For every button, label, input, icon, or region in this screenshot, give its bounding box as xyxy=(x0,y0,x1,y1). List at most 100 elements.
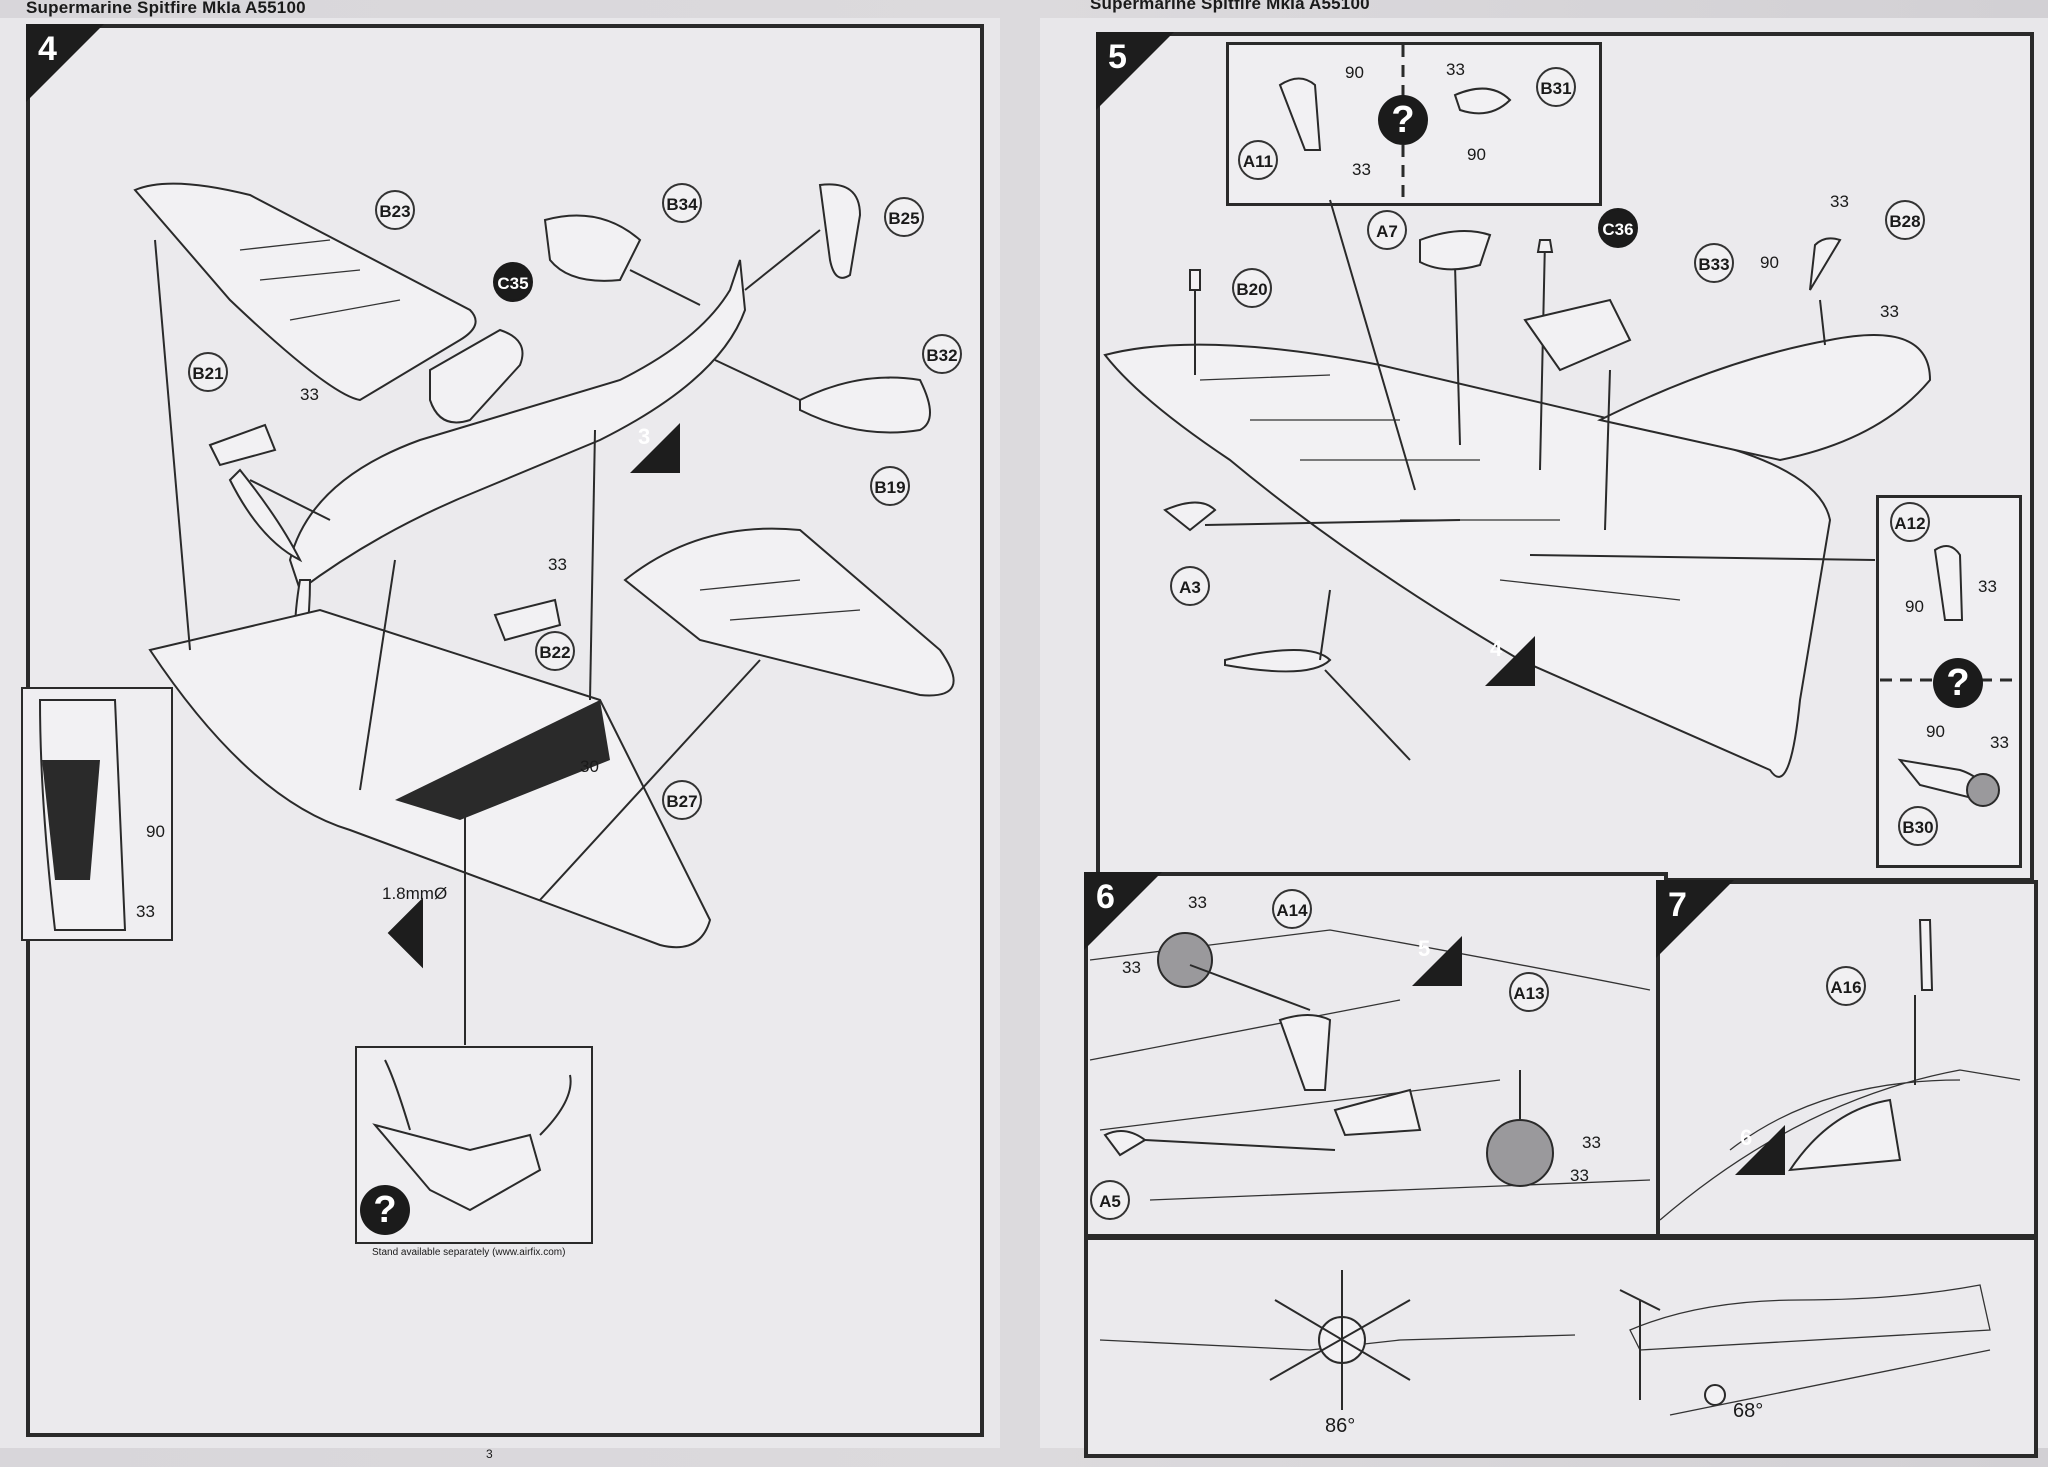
page-number: 3 xyxy=(486,1447,493,1461)
b28-part xyxy=(1809,237,1842,291)
stand-caption: Stand available separately (www.airfix.c… xyxy=(372,1247,566,1258)
side-view-fuselage xyxy=(1629,1284,1991,1351)
part-label-b31: B31 xyxy=(1536,67,1576,107)
part-label-a16: A16 xyxy=(1826,966,1866,1006)
undercarriage-leg xyxy=(1278,1014,1332,1091)
b20-part xyxy=(1189,269,1201,291)
paint-number: 30 xyxy=(580,757,599,776)
paint-number: 90 xyxy=(1905,597,1924,616)
question-mark-icon: ? xyxy=(360,1185,410,1235)
part-label-c36: C36 xyxy=(1598,208,1638,248)
paint-number: 33 xyxy=(1582,1133,1601,1152)
step-7-panel: 7 xyxy=(1656,880,2038,1238)
c36-part xyxy=(1536,239,1554,253)
propeller-blade-part xyxy=(228,468,303,563)
step-7-number: 7 xyxy=(1668,886,1687,924)
drill-size-note: 1.8mmØ xyxy=(382,884,448,903)
part-label-b19: B19 xyxy=(870,466,910,506)
step-4-reference-number: 4 xyxy=(1490,636,1503,661)
step-6-reference-marker xyxy=(1735,1125,1785,1175)
part-label-b22: B22 xyxy=(535,631,575,671)
canopy-part xyxy=(429,328,524,424)
part-label-b20: B20 xyxy=(1232,268,1272,308)
paint-number: 33 xyxy=(300,385,319,404)
part-label-b30: B30 xyxy=(1898,806,1938,846)
wheel-a13 xyxy=(1486,1119,1554,1187)
question-mark-icon: ? xyxy=(1378,95,1428,145)
paint-number: 90 xyxy=(146,822,165,841)
part-label-c35: C35 xyxy=(493,262,533,302)
paint-number: 33 xyxy=(1990,733,2009,752)
lower-wing-part xyxy=(148,608,712,949)
part-label-b27: B27 xyxy=(662,780,702,820)
step-3-reference-marker xyxy=(630,423,680,473)
part-label-a12: A12 xyxy=(1890,502,1930,542)
b31-part xyxy=(1453,87,1512,115)
part-label-b23: B23 xyxy=(375,190,415,230)
b22-part xyxy=(493,598,562,642)
step-4-reference-marker xyxy=(1485,636,1535,686)
front-angle-label: 86° xyxy=(1325,1415,1356,1437)
step-7-tab xyxy=(1656,880,1734,958)
part-label-a5: A5 xyxy=(1090,1180,1130,1220)
paint-number: 33 xyxy=(1880,302,1899,321)
paint-number: 33 xyxy=(1446,60,1465,79)
b33-part xyxy=(1523,298,1632,372)
paint-number: 33 xyxy=(1188,893,1207,912)
a16-part xyxy=(1918,919,1934,991)
b21-part xyxy=(208,423,277,467)
part-label-b32: B32 xyxy=(922,334,962,374)
part-label-b21: B21 xyxy=(188,352,228,392)
step-4-tab xyxy=(26,24,104,102)
a7-part xyxy=(1419,230,1492,271)
step-6-tab xyxy=(1084,872,1162,950)
step-6-number: 6 xyxy=(1096,878,1115,916)
step-5-reference-marker xyxy=(1412,936,1462,986)
paint-number: 90 xyxy=(1467,145,1486,164)
aircraft-underside xyxy=(1103,343,1832,778)
side-angle-label: 68° xyxy=(1733,1400,1764,1422)
step-6-reference-number: 6 xyxy=(1740,1125,1753,1150)
part-label-b28: B28 xyxy=(1885,200,1925,240)
right-page-title: Supermarine Spitfire MkIa A55100 xyxy=(1090,0,1370,13)
fuselage-part xyxy=(288,259,747,592)
part-label-a3: A3 xyxy=(1170,566,1210,606)
a11-part xyxy=(1278,77,1322,151)
part-label-b25: B25 xyxy=(884,197,924,237)
upper-left-wing-part xyxy=(133,182,477,402)
paint-number: 33 xyxy=(1122,958,1141,977)
wheel-well-dark-area xyxy=(395,700,610,820)
paint-number: 33 xyxy=(1352,160,1371,179)
part-label-a7: A7 xyxy=(1367,210,1407,250)
b34-part xyxy=(543,214,642,282)
stand-part xyxy=(372,1123,542,1212)
b32-part xyxy=(799,376,931,434)
paint-number: 90 xyxy=(1760,253,1779,272)
propeller-part xyxy=(1224,649,1332,673)
b25-part xyxy=(818,183,862,279)
left-page-title: Supermarine Spitfire MkIa A55100 xyxy=(26,0,306,17)
paint-number: 33 xyxy=(548,555,567,574)
a3-part xyxy=(1163,501,1217,532)
paint-number: 33 xyxy=(1570,1166,1589,1185)
a12-part xyxy=(1933,545,1964,621)
paint-number: 90 xyxy=(1345,63,1364,82)
step-5-number: 5 xyxy=(1108,38,1127,76)
paint-number: 33 xyxy=(1978,577,1997,596)
paint-number: 90 xyxy=(1926,722,1945,741)
step-5-tab xyxy=(1096,32,1174,110)
right-wing-part xyxy=(623,527,955,697)
paint-number: 33 xyxy=(136,902,155,921)
part-label-a14: A14 xyxy=(1272,889,1312,929)
step-5-reference-number: 5 xyxy=(1418,936,1431,961)
question-mark-icon: ? xyxy=(1933,658,1983,708)
part-label-a11: A11 xyxy=(1238,140,1278,180)
part-label-b33: B33 xyxy=(1694,243,1734,283)
canopy-side xyxy=(1788,1098,1902,1172)
part-label-b34: B34 xyxy=(662,183,702,223)
step-3-reference-number: 3 xyxy=(638,424,651,449)
step-4-number: 4 xyxy=(38,30,57,68)
part-label-a13: A13 xyxy=(1509,972,1549,1012)
